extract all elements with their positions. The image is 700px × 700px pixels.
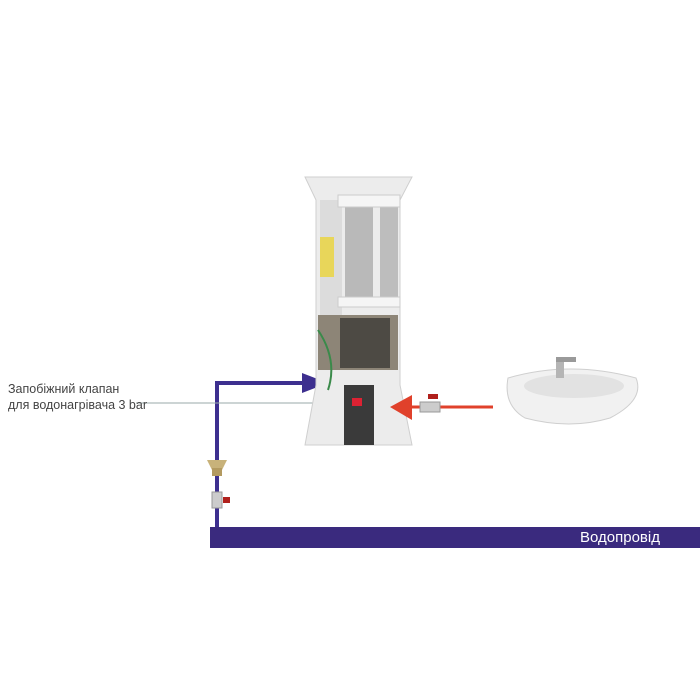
strainer-icon: [207, 460, 227, 476]
water-main-label: Водопровід: [580, 529, 660, 546]
hot-valve-icon: [419, 394, 441, 413]
cold-inlet-arrow-icon: [302, 373, 328, 393]
shutoff-valve-icon: [211, 491, 230, 509]
water-main-pipe: [210, 527, 700, 548]
safety-valve-label-line2: для водонагрівача 3 bar: [8, 398, 148, 412]
cold-water-pipe: [215, 381, 305, 527]
sink-image: [506, 357, 639, 425]
safety-valve-label-line1: Запобіжний клапан: [8, 382, 120, 396]
hot-outlet-arrow-icon: [390, 395, 412, 420]
water-heater-image: [304, 176, 413, 446]
